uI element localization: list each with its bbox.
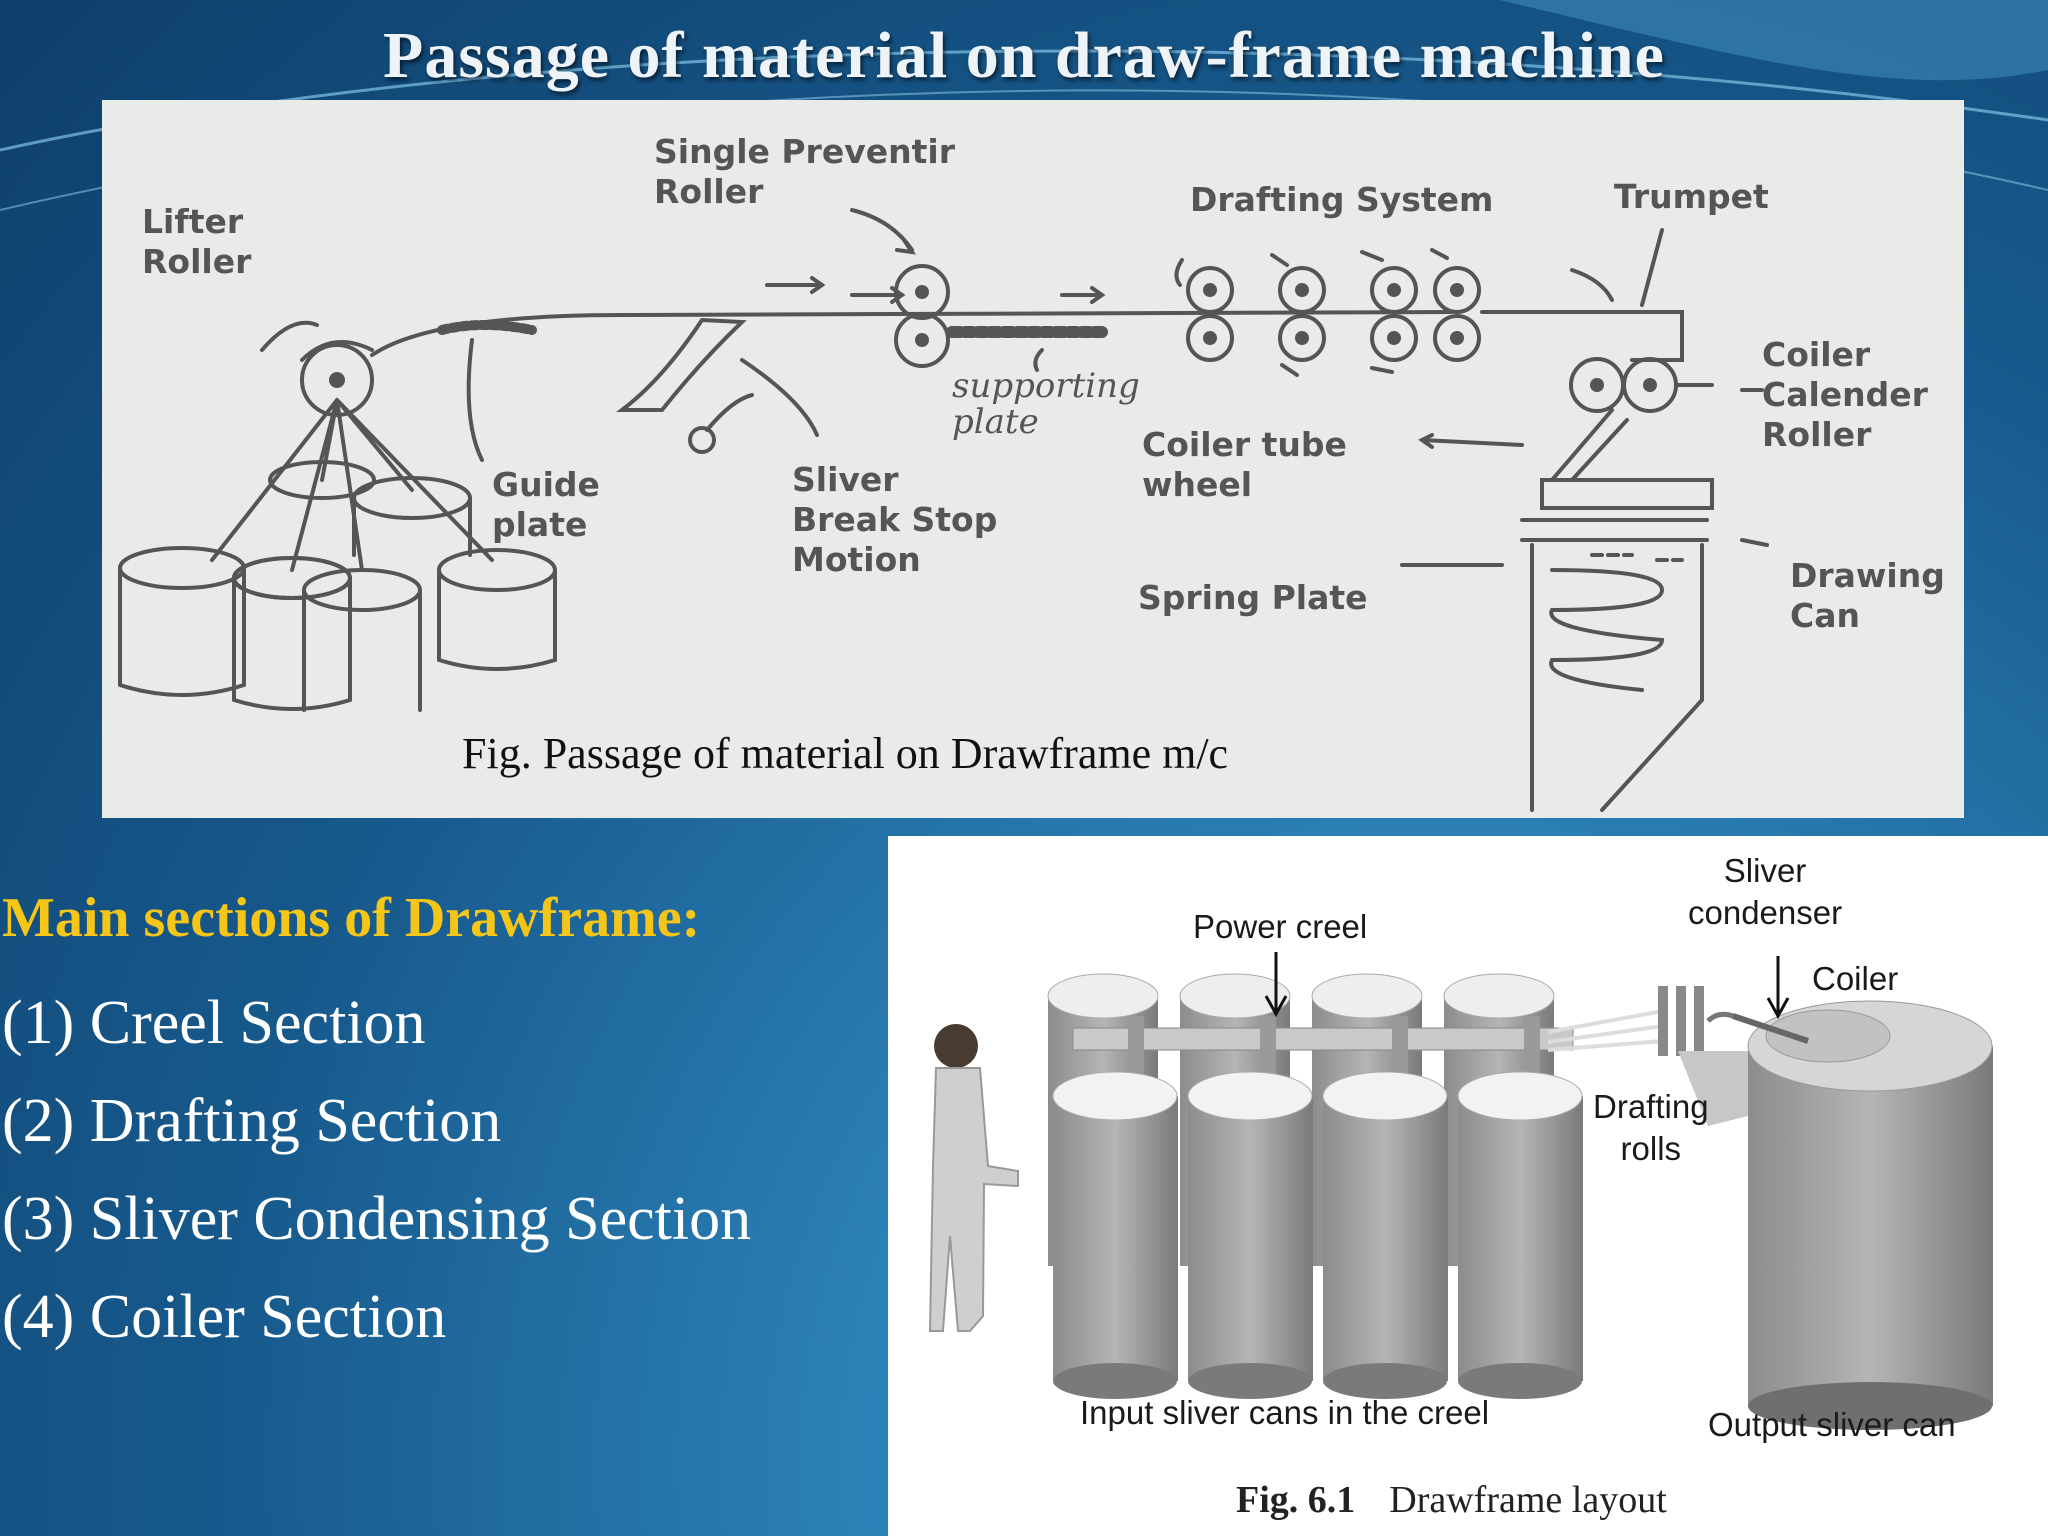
label-sliver-condenser: Sliver condenser [1688, 852, 1843, 931]
layout-caption: Fig. 6.1 Drawframe layout [1236, 1478, 1667, 1522]
label-coiler: Coiler [1812, 960, 1899, 997]
sections-list: (1) Creel Section (2) Drafting Section (… [2, 988, 751, 1380]
output-can-assembly [1678, 1000, 1993, 1430]
slide-title: Passage of material on draw-frame machin… [383, 19, 1665, 92]
layout-caption-text: Drawframe layout [1389, 1479, 1667, 1521]
label-power-creel: Power creel [1193, 908, 1368, 945]
operator-figure [928, 1024, 1019, 1332]
label-lifter-roller: Lifter Roller [142, 202, 252, 281]
creel-rollers [1128, 1016, 1540, 1076]
section-item-sliver-condensing: (3) Sliver Condensing Section [2, 1185, 752, 1253]
drawing-can [1520, 478, 1714, 812]
label-output-sliver-can: Output sliver can [1708, 1406, 1956, 1443]
label-sliver-break-stop-motion: Sliver Break Stop Motion [792, 460, 998, 579]
passage-sketch-figure: Lifter Roller Single Preventir Roller Dr… [102, 100, 1964, 818]
label-input-sliver-cans: Input sliver cans in the creel [1080, 1394, 1490, 1431]
creel-cans [118, 460, 557, 712]
section-item-coiler: (4) Coiler Section [2, 1283, 447, 1351]
section-item-drafting: (2) Drafting Section [2, 1087, 502, 1155]
label-drawing-can: Drawing Can [1790, 556, 1945, 635]
label-single-preventir-roller: Single Preventir Roller [654, 132, 955, 211]
label-supporting-plate: supporting plate [952, 366, 1140, 442]
sections-heading: Main sections of Drawframe: [2, 887, 701, 949]
layout-caption-number: Fig. 6.1 [1236, 1479, 1356, 1521]
label-spring-plate: Spring Plate [1138, 578, 1368, 617]
layout-illustration [928, 952, 1993, 1430]
label-coiler-tube-wheel: Coiler tube wheel [1142, 425, 1347, 504]
lifter-roller [300, 343, 374, 417]
sketch-caption: Fig. Passage of material on Drawframe m/… [462, 729, 1229, 778]
label-coiler-calender-roller: Coiler Calender Roller [1762, 335, 1928, 454]
label-drafting-system: Drafting System [1190, 180, 1494, 219]
drafting-rolls [1658, 986, 1704, 1056]
drafting-rollers [1174, 248, 1481, 377]
sketch-drawing [118, 208, 1769, 812]
section-item-creel: (1) Creel Section [2, 989, 426, 1057]
label-trumpet: Trumpet [1614, 177, 1769, 216]
label-drafting-rolls: Drafting rolls [1593, 1088, 1709, 1167]
front-row-cans [1052, 1071, 1583, 1399]
label-guide-plate: Guide plate [492, 465, 600, 544]
drawframe-layout-figure: Power creel Sliver condenser Coiler Draf… [888, 836, 2048, 1536]
